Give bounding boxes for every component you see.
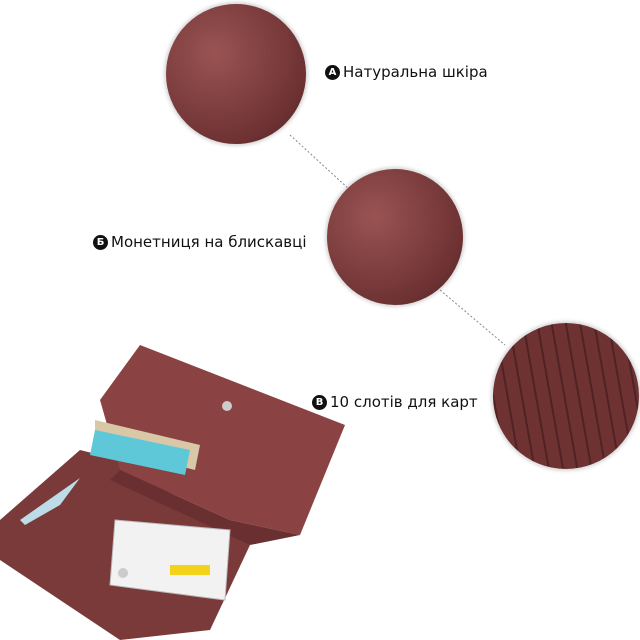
leather-detail-circle <box>165 3 307 145</box>
feature-label-card-slots: В 10 слотів для карт <box>312 393 478 411</box>
feature-text: 10 слотів для карт <box>330 393 478 411</box>
card-slots-detail-circle <box>492 322 640 470</box>
badge-v: В <box>312 394 327 410</box>
coin-pocket-detail-circle <box>326 168 464 306</box>
feature-label-coin-pocket: Б Монетниця на блискавці <box>93 233 307 251</box>
badge-a: A <box>325 64 340 80</box>
feature-text: Натуральна шкіра <box>343 63 488 81</box>
badge-b: Б <box>93 234 108 250</box>
wallet-image <box>0 345 345 640</box>
feature-label-leather: A Натуральна шкіра <box>325 63 488 81</box>
feature-text: Монетниця на блискавці <box>111 233 307 251</box>
